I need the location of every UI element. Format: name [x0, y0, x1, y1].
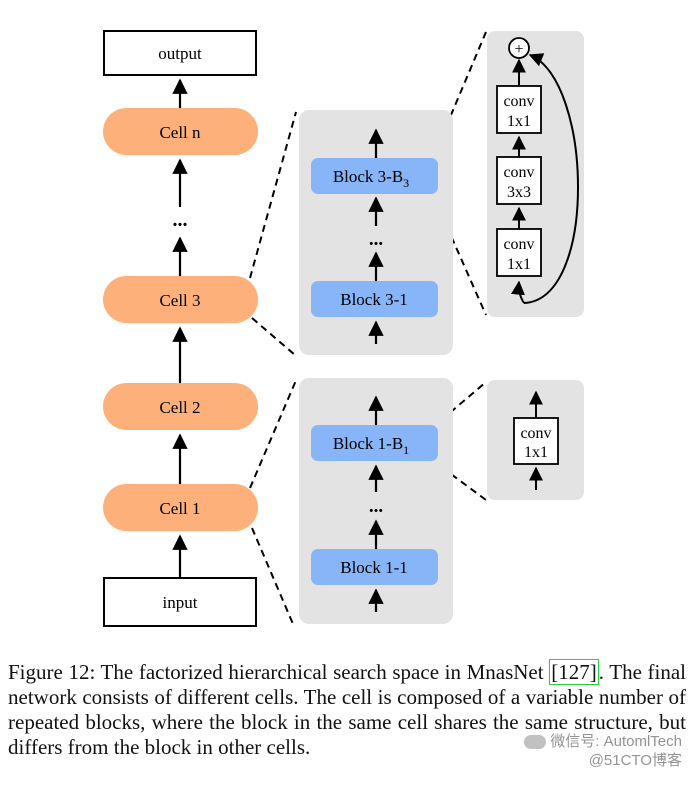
caption-prefix: Figure 12: The factorized hierarchical s… — [8, 660, 550, 684]
cell-1 — [103, 484, 258, 531]
citation-link[interactable]: [127] — [549, 659, 599, 685]
block-1-b1 — [311, 425, 438, 461]
cell-n-label: Cell n — [159, 123, 201, 142]
block-3-1-label: Block 3-1 — [340, 290, 408, 309]
watermark-line1: 微信号: AutomlTech — [550, 733, 682, 750]
conv-1x1-single-line2: 1x1 — [524, 444, 548, 461]
wechat-icon — [524, 735, 547, 750]
main-dots: ... — [173, 209, 188, 231]
block-3-b3 — [311, 158, 438, 194]
add-node-symbol: + — [514, 41, 523, 58]
watermark-line2: @51CTO博客 — [588, 752, 682, 769]
conv-1x1-bottom-line1: conv — [503, 236, 534, 253]
input-box — [103, 577, 257, 627]
cell-2 — [103, 383, 258, 430]
block-1-b1-label: Block 1-B1 — [333, 434, 409, 457]
block-1-1-label: Block 1-1 — [340, 558, 408, 577]
conv-1x1-top-line1: conv — [503, 93, 534, 110]
cell1-dots: ... — [369, 496, 383, 517]
conv-3x3-line2: 3x3 — [507, 184, 531, 201]
input-label: input — [163, 593, 198, 612]
output-box — [103, 30, 257, 76]
cell-n — [103, 108, 258, 155]
conv-3x3-line1: conv — [503, 164, 534, 181]
block-1-1 — [311, 549, 438, 585]
output-label: output — [158, 44, 202, 63]
cell-1-label: Cell 1 — [159, 499, 200, 518]
conv-3x3 — [496, 156, 542, 205]
cell-3 — [103, 276, 258, 323]
caption-body: . The final network consists of differen… — [8, 660, 686, 759]
zoom-lines — [249, 31, 487, 625]
block-3-1 — [311, 281, 438, 317]
figure-caption: Figure 12: The factorized hierarchical s… — [8, 659, 686, 760]
add-node — [508, 37, 530, 59]
residual-skip-connection — [523, 53, 579, 304]
input-into-convb — [510, 280, 525, 304]
conv-1x1-top-line2: 1x1 — [507, 113, 531, 130]
cell-3-label: Cell 3 — [159, 291, 200, 310]
conv-1x1-bottom — [496, 228, 542, 277]
conv-1x1-single-line1: conv — [520, 425, 551, 442]
block-3-b3-label: Block 3-B3 — [333, 167, 409, 190]
conv-1x1-top — [496, 85, 542, 134]
conv-1x1-bottom-line2: 1x1 — [507, 256, 531, 273]
cell-2-label: Cell 2 — [159, 398, 200, 417]
cell3-dots: ... — [369, 229, 383, 250]
hierarchical-search-space-figure: output Cell n ... Cell 3 Cell 2 Cell 1 i… — [103, 30, 584, 627]
conv-1x1-single — [513, 417, 559, 465]
watermark: 微信号: AutomlTech @51CTO博客 — [524, 732, 682, 770]
